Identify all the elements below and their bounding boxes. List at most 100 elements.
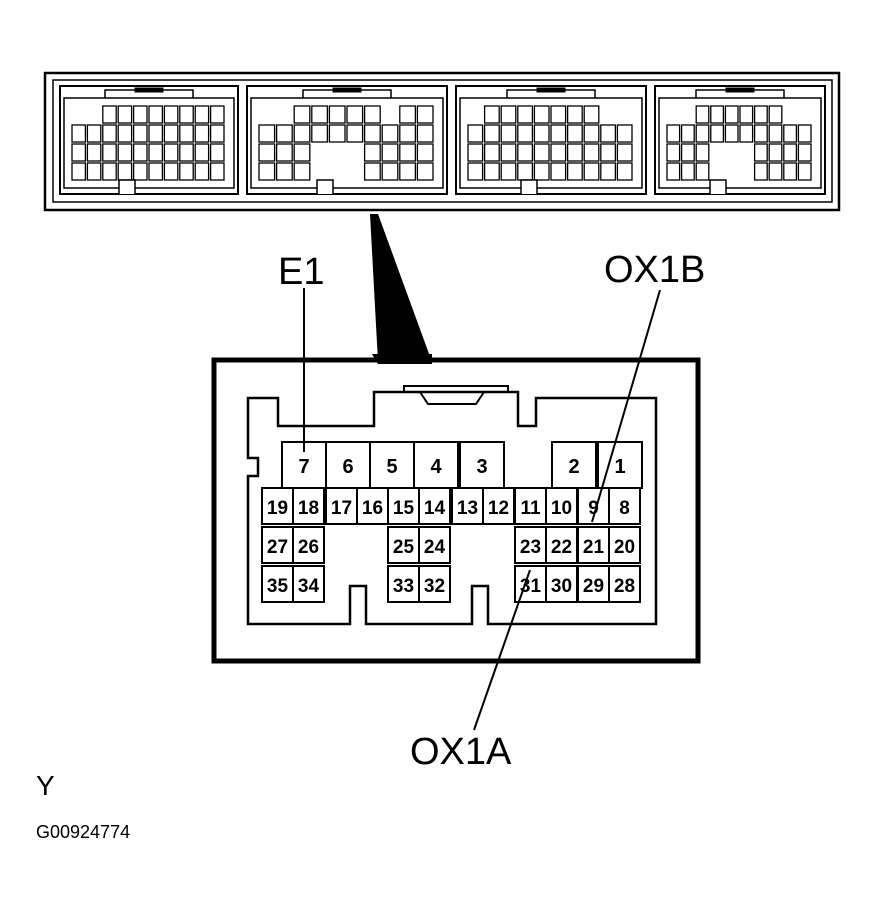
overview-cavity	[797, 162, 812, 181]
connector-overview	[43, 71, 841, 212]
overview-cavity	[517, 124, 534, 143]
overview-cavity	[399, 143, 417, 162]
overview-cavity	[666, 143, 681, 162]
pin-label: 12	[488, 498, 509, 519]
overview-cavity	[117, 124, 133, 143]
overview-cavity	[179, 162, 194, 181]
overview-cavity	[132, 105, 148, 124]
overview-cavity	[583, 105, 600, 124]
overview-cavity	[566, 143, 583, 162]
overview-cavity	[381, 162, 399, 181]
overview-cavity	[399, 105, 417, 124]
pin-cell	[387, 526, 420, 564]
overview-cavity	[533, 162, 550, 181]
overview-cavity	[117, 105, 133, 124]
pin-label: 9	[588, 498, 599, 519]
pin-cell	[608, 565, 641, 603]
overview-cavity	[566, 162, 583, 181]
figure-code: G00924774	[36, 822, 130, 842]
pin-label: 30	[551, 576, 572, 597]
pin-label: 19	[267, 498, 288, 519]
overview-cavity	[695, 124, 710, 143]
pin-cell	[356, 487, 389, 525]
pin-cell	[451, 487, 484, 525]
pin-cell	[261, 526, 294, 564]
pin-label: 23	[520, 537, 541, 558]
overview-cavity	[194, 124, 210, 143]
pin-label: 5	[386, 456, 397, 478]
overview-cavity	[666, 162, 681, 181]
pin-label: 25	[393, 537, 415, 558]
overview-cavity	[550, 143, 567, 162]
overview-cavity	[710, 124, 725, 143]
pin-label: 35	[267, 576, 289, 597]
overview-cavity	[86, 124, 102, 143]
overview-cavity	[381, 124, 399, 143]
overview-cavity	[724, 105, 739, 124]
overview-cavity	[500, 124, 517, 143]
overview-cavity	[363, 143, 381, 162]
pin-label: 18	[298, 498, 319, 519]
overview-cavity	[293, 162, 311, 181]
overview-cavity	[194, 143, 210, 162]
overview-cavity	[148, 143, 164, 162]
pin-cell	[292, 526, 325, 564]
overview-cavity	[600, 143, 617, 162]
pin-label: 29	[583, 576, 604, 597]
overview-cavity	[132, 124, 148, 143]
overview-cavity	[724, 124, 739, 143]
pin-label: 15	[393, 498, 415, 519]
pin-cell	[418, 487, 451, 525]
pin-cell	[418, 565, 451, 603]
pin-cell	[577, 526, 610, 564]
overview-cavity	[695, 162, 710, 181]
overview-cavity	[583, 143, 600, 162]
pin-label: 4	[430, 456, 442, 478]
overview-cavity	[768, 105, 783, 124]
overview-cavity	[566, 105, 583, 124]
overview-cavity	[132, 162, 148, 181]
pin-label: 31	[520, 576, 542, 597]
overview-cavity	[600, 124, 617, 143]
overview-cavity	[500, 162, 517, 181]
overview-cavity	[163, 105, 179, 124]
overview-cavity	[695, 105, 710, 124]
overview-cavity	[710, 105, 725, 124]
pin-label: 28	[614, 576, 635, 597]
overview-cavity	[194, 162, 210, 181]
overview-cavity	[616, 162, 633, 181]
overview-cavity	[148, 105, 164, 124]
pin-label: 27	[267, 537, 288, 558]
pin-label: 10	[551, 498, 572, 519]
overview-cavity	[293, 143, 311, 162]
overview-cavity	[71, 162, 87, 181]
pin-label: 17	[331, 498, 352, 519]
overview-cavity	[209, 105, 225, 124]
pin-label: 21	[583, 537, 605, 558]
overview-cavity	[753, 124, 768, 143]
overview-cavity	[399, 124, 417, 143]
overview-cavity	[753, 143, 768, 162]
overview-cavity	[666, 124, 681, 143]
overview-cavity	[467, 124, 484, 143]
overview-cavity	[680, 143, 695, 162]
detail-connector-latch	[403, 385, 509, 405]
overview-cavity	[328, 105, 346, 124]
overview-cavity	[102, 124, 117, 143]
overview-cavity	[163, 162, 179, 181]
overview-cavity	[209, 143, 225, 162]
overview-cavity	[148, 162, 164, 181]
overview-cavity	[783, 124, 798, 143]
overview-cavity	[258, 143, 276, 162]
overview-cavity	[753, 162, 768, 181]
overview-cavity	[533, 143, 550, 162]
overview-cavity	[517, 143, 534, 162]
overview-cavity	[275, 143, 293, 162]
overview-cavity	[533, 124, 550, 143]
overview-cavity	[102, 162, 117, 181]
overview-cavity	[71, 143, 87, 162]
overview-cavity	[600, 162, 617, 181]
overview-cavity	[483, 162, 500, 181]
overview-cavity	[86, 162, 102, 181]
overview-cavity	[500, 143, 517, 162]
